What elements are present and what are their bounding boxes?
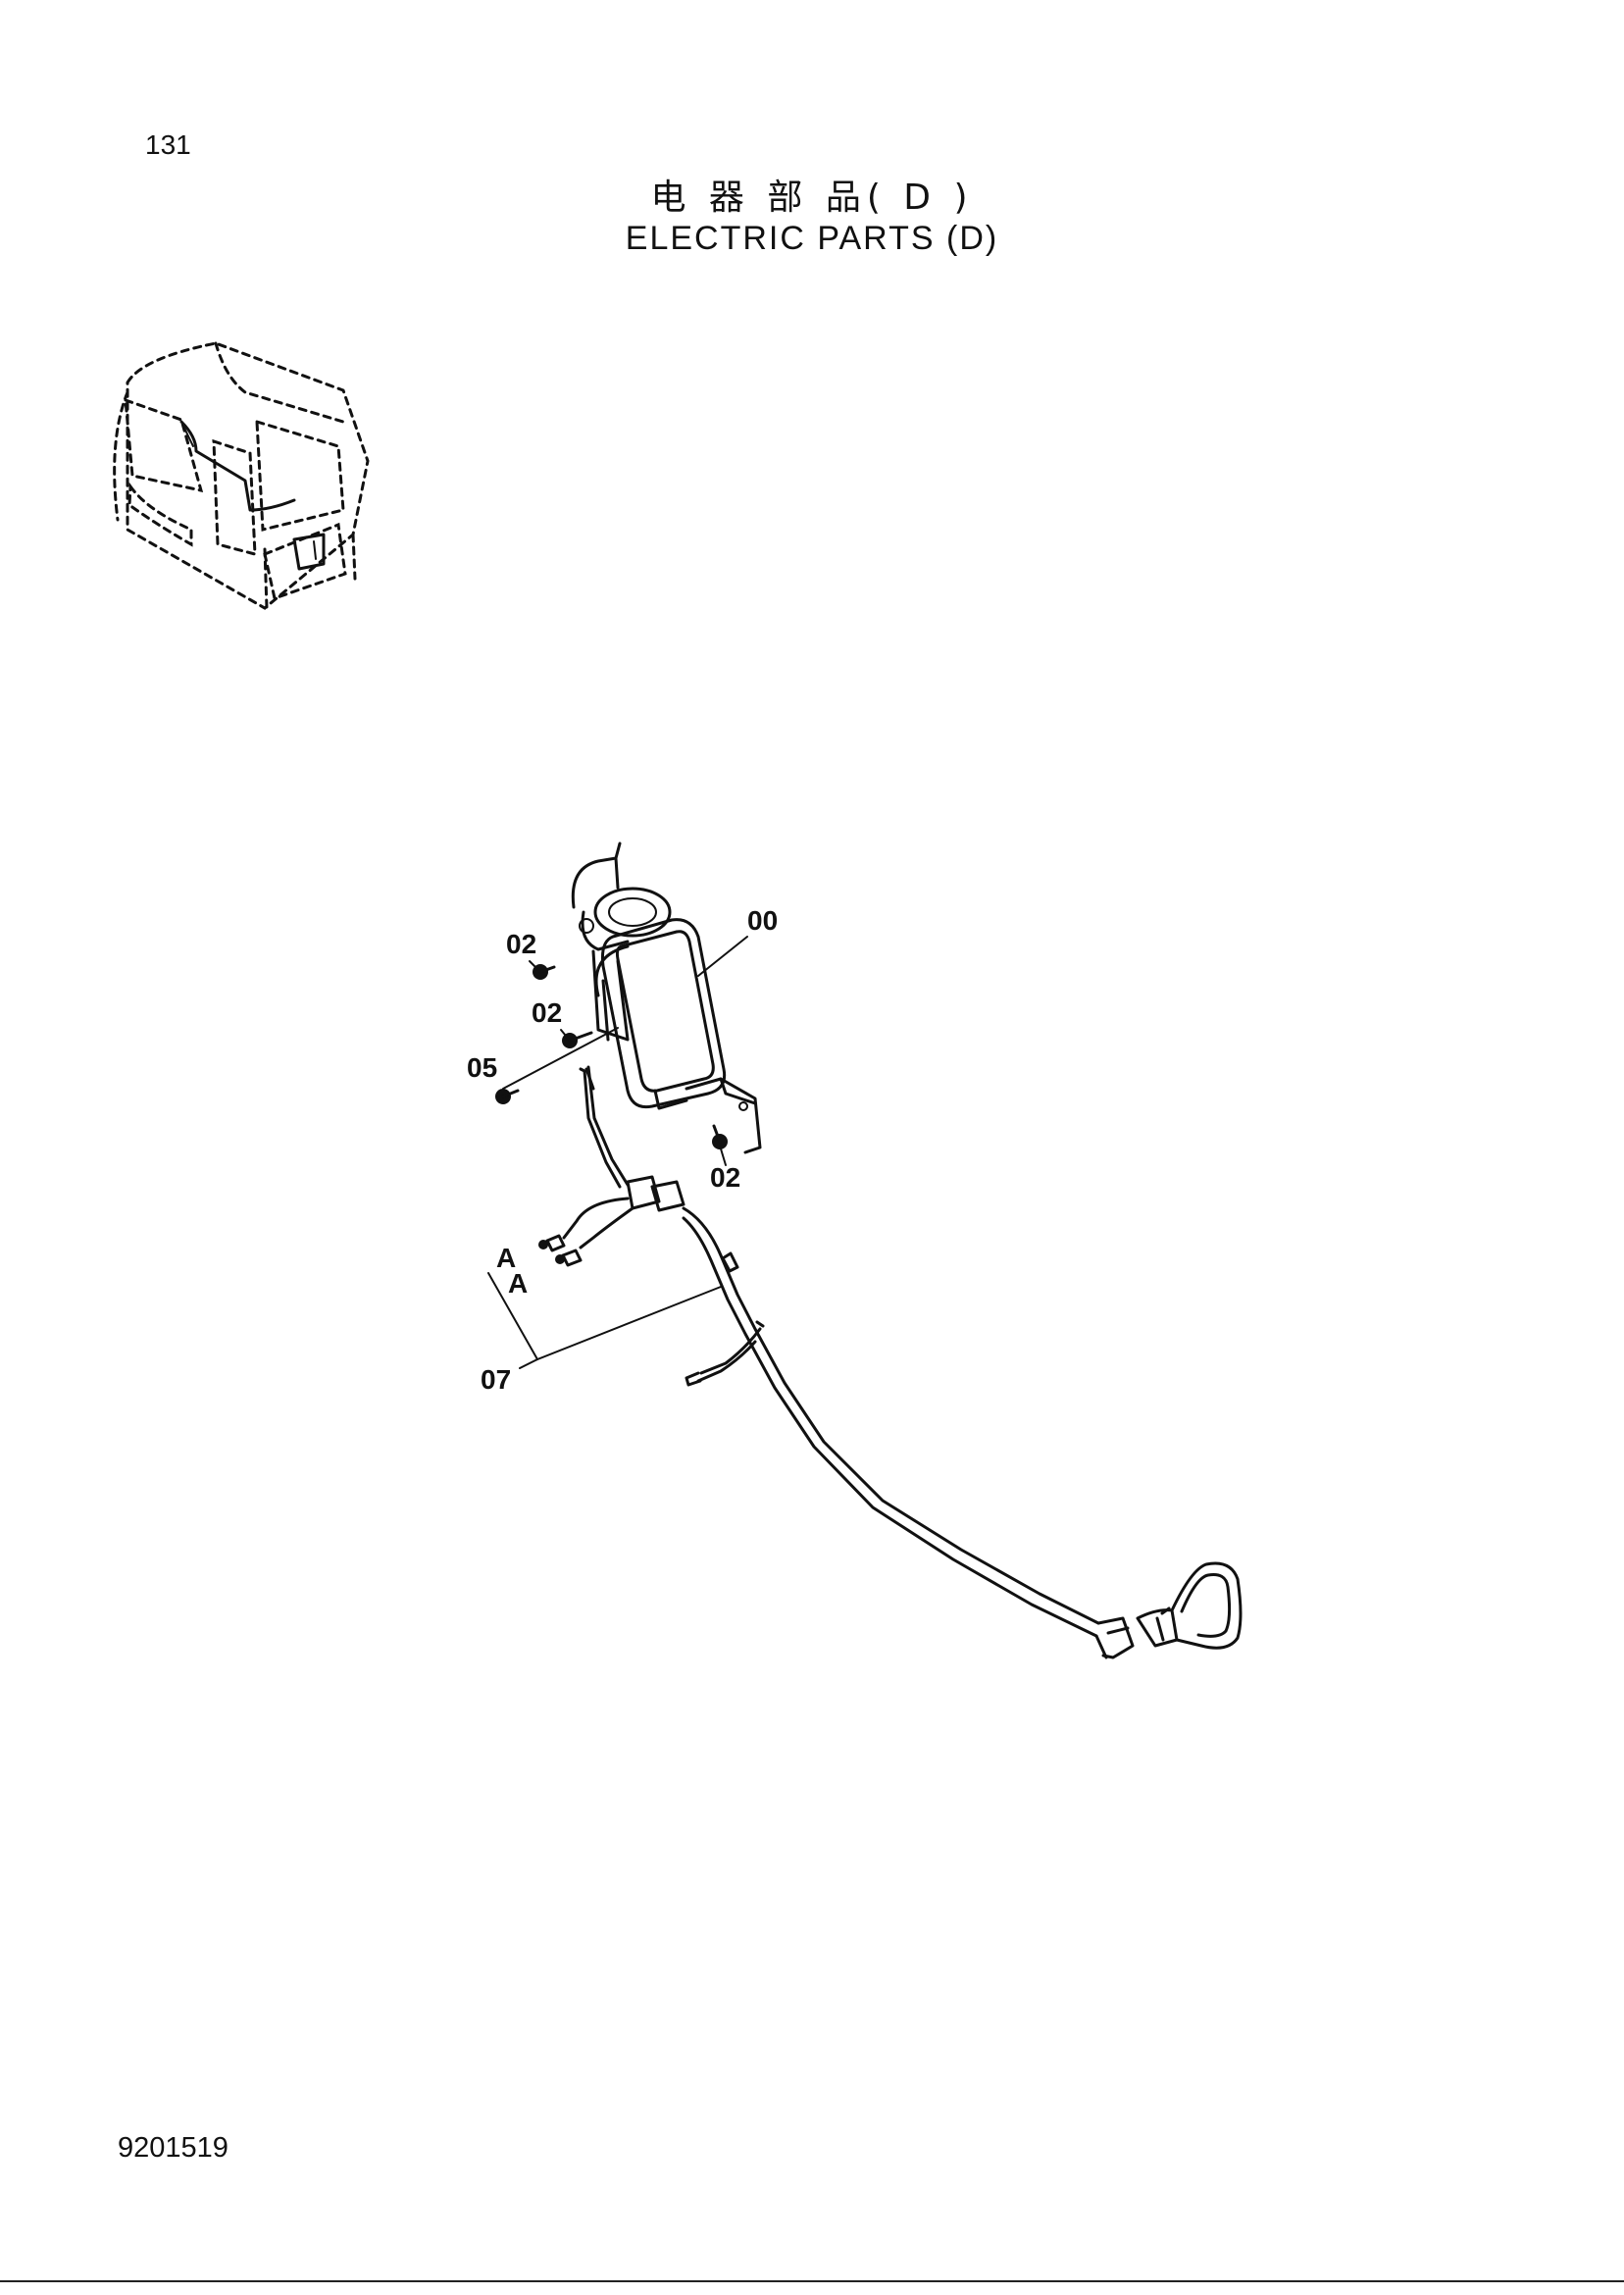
page-title-chinese: 电 器 部 品( D )	[650, 178, 974, 218]
document-code: 9201519	[118, 2132, 228, 2164]
leader-lines	[487, 936, 748, 1369]
wire-harness	[538, 1065, 1243, 1659]
callout-02a: 02	[506, 929, 536, 959]
cab-locator-thumbnail	[113, 341, 370, 610]
callout-A2: A	[508, 1268, 528, 1299]
monitor-assembly	[571, 842, 762, 1154]
leader-02-lower	[719, 1145, 727, 1166]
leader-05	[502, 1027, 619, 1090]
callout-05: 05	[467, 1052, 497, 1083]
bolt-02-lower	[712, 1124, 728, 1149]
page-number: 131	[145, 129, 191, 160]
bolt-05	[495, 1089, 520, 1104]
callout-labels: 00 02 02 02 05 07 AA	[467, 905, 778, 1395]
leader-02-upper	[529, 960, 541, 973]
callout-00: 00	[747, 905, 778, 936]
callout-02c: 02	[710, 1162, 740, 1193]
callout-02b: 02	[532, 997, 562, 1028]
callout-A1: A	[496, 1243, 516, 1273]
callout-07: 07	[481, 1364, 511, 1395]
leader-02-middle	[560, 1029, 571, 1042]
page-title-english: ELECTRIC PARTS (D)	[625, 220, 999, 257]
bottom-rule	[0, 2280, 1624, 2282]
leader-07	[519, 1358, 538, 1369]
leader-00	[697, 936, 748, 977]
